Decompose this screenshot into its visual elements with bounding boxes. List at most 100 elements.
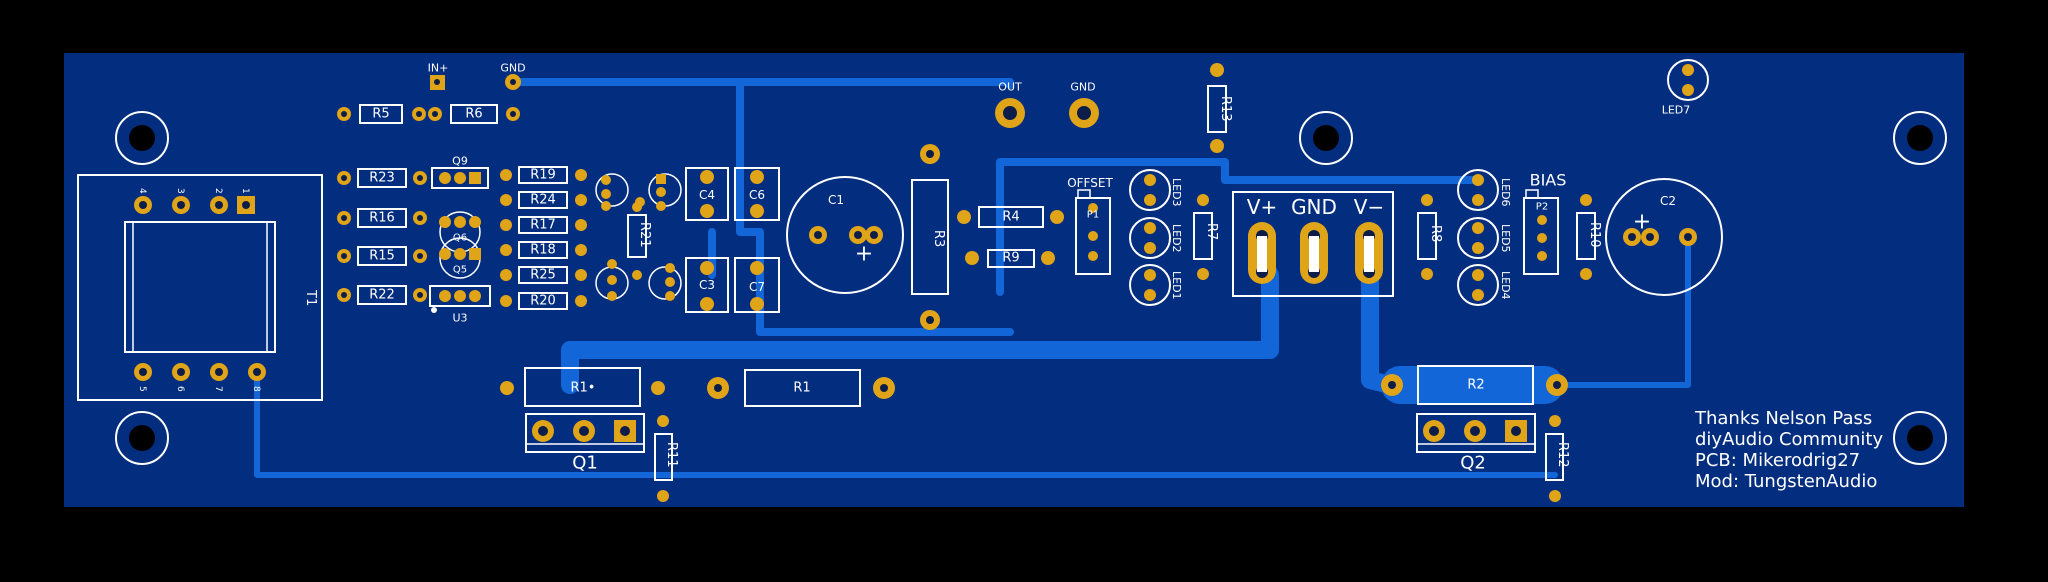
capacitor-c2: C2 + [1605, 178, 1723, 296]
board-substrate [64, 53, 1964, 507]
credit-line-4: Mod: TungstenAudio [1695, 471, 1877, 492]
svg-text:C7: C7 [749, 280, 765, 294]
led7: LED7 [1662, 59, 1709, 117]
svg-text:R7: R7 [1204, 223, 1219, 240]
resistor-r10: R10 [1576, 194, 1602, 280]
svg-text:R19: R19 [530, 168, 556, 183]
t1-pin6-label: 6 [175, 386, 185, 392]
output-terminals: OUT GND [995, 81, 1099, 128]
svg-text:R1•: R1• [571, 381, 596, 396]
svg-text:R16: R16 [369, 211, 395, 226]
svg-text:C1: C1 [828, 193, 844, 207]
svg-text:R12: R12 [1555, 442, 1570, 468]
mounting-holes [115, 111, 1947, 465]
svg-text:LED3: LED3 [1170, 178, 1183, 207]
transistor-q5: Q5 [439, 237, 481, 279]
offset-label: OFFSET [1067, 176, 1113, 190]
v-minus-label: V− [1354, 195, 1384, 219]
svg-text:R6: R6 [465, 107, 482, 122]
svg-text:R4: R4 [1002, 210, 1019, 225]
t1-pin4-label: 4 [137, 188, 147, 194]
resistor-r9: R9 [965, 249, 1055, 268]
v-plus-label: V+ [1247, 195, 1277, 219]
svg-text:LED7: LED7 [1662, 104, 1691, 117]
svg-text:R15: R15 [369, 249, 395, 264]
small-transistors: R21 [595, 173, 682, 301]
t1-label: T1 [303, 289, 318, 306]
resistor-r4: R4 [957, 206, 1064, 228]
q2-label: Q2 [1460, 453, 1486, 474]
q1-section: R1• R1 Q1 R11 [500, 367, 895, 502]
svg-text:C4: C4 [699, 188, 715, 202]
trace-bottom-return [254, 369, 1558, 478]
trace-offset-loop [996, 158, 1480, 296]
svg-text:C6: C6 [749, 188, 765, 202]
leds-4-6: LED6 LED5 LED4 [1457, 169, 1512, 306]
svg-text:+: + [855, 242, 873, 267]
svg-text:R5: R5 [372, 107, 389, 122]
credits-block: Thanks Nelson Pass diyAudio Community PC… [1694, 408, 1883, 492]
transformer-t1: 4 3 2 1 5 6 7 8 T1 [77, 174, 323, 401]
trace-gnd-top [509, 78, 1014, 89]
credit-line-1: Thanks Nelson Pass [1694, 408, 1872, 429]
t1-pin2-label: 2 [213, 188, 223, 194]
trace-r2-c2 [1557, 234, 1691, 388]
transistor-q9: Q9 [431, 155, 489, 189]
power-terminal: V+ GND V− [1232, 191, 1394, 297]
resistor-r15: R15 [337, 246, 427, 266]
svg-text:LED2: LED2 [1170, 224, 1183, 253]
svg-text:Q9: Q9 [452, 155, 468, 168]
credit-line-3: PCB: Mikerodrig27 [1695, 450, 1860, 471]
resistor-r13: R13 [1207, 63, 1233, 153]
capacitor-c1: C1 + [786, 176, 904, 294]
input-terminals: IN+ GND [428, 62, 526, 90]
svg-text:C2: C2 [1660, 194, 1676, 208]
trace-gnd-vertical [736, 78, 1014, 336]
q1-label: Q1 [572, 453, 598, 474]
svg-text:R20: R20 [530, 294, 556, 309]
resistor-r23: R23 [337, 168, 427, 188]
t1-pin1-label: 1 [240, 188, 250, 194]
q2-section: R2 Q2 R12 [1381, 365, 1570, 502]
svg-text:LED5: LED5 [1499, 224, 1512, 253]
bias-trimmer-p2: BIAS P2 [1523, 171, 1567, 275]
svg-text:R10: R10 [1587, 222, 1602, 248]
film-capacitors: C4 C6 C3 C7 [685, 167, 780, 313]
gnd-in-label: GND [500, 62, 525, 75]
r21-label: R21 [637, 222, 652, 248]
leds-1-3: LED3 LED2 LED1 [1129, 169, 1183, 306]
resistor-r6: R6 [428, 104, 520, 124]
svg-text:R18: R18 [530, 243, 556, 258]
svg-text:R2: R2 [1467, 378, 1484, 393]
svg-text:U3: U3 [452, 312, 467, 325]
svg-text:R25: R25 [530, 268, 556, 283]
svg-text:P2: P2 [1536, 202, 1548, 213]
resistor-r5: R5 [337, 104, 426, 124]
resistor-r7: R7 [1193, 194, 1219, 280]
svg-text:C3: C3 [699, 278, 715, 292]
gnd-out-label: GND [1070, 81, 1095, 94]
svg-text:Q5: Q5 [453, 265, 467, 276]
svg-text:R11: R11 [664, 442, 679, 468]
credit-line-2: diyAudio Community [1695, 429, 1883, 450]
svg-text:R13: R13 [1218, 96, 1233, 122]
t1-pin3-label: 3 [175, 188, 185, 194]
svg-text:P1: P1 [1087, 210, 1099, 221]
t1-pin8-label: 8 [251, 386, 261, 392]
t1-pin5-label: 5 [137, 386, 147, 392]
bias-label: BIAS [1530, 171, 1567, 190]
svg-text:R8: R8 [1428, 225, 1443, 242]
out-label: OUT [998, 81, 1022, 94]
svg-text:R22: R22 [369, 288, 395, 303]
transistor-u3: U3 [429, 285, 491, 325]
resistor-r16: R16 [337, 208, 427, 228]
resistor-r8: R8 [1417, 194, 1443, 280]
resistor-r22: R22 [337, 285, 427, 305]
svg-text:R9: R9 [1002, 251, 1019, 266]
gnd-mid-label: GND [1291, 195, 1337, 219]
svg-text:R1: R1 [793, 381, 810, 396]
svg-text:R3: R3 [931, 230, 946, 247]
t1-pin7-label: 7 [213, 386, 223, 392]
resistor-column: R19 R24 R17 R18 R25 R20 [500, 166, 587, 310]
svg-text:LED1: LED1 [1170, 271, 1183, 300]
